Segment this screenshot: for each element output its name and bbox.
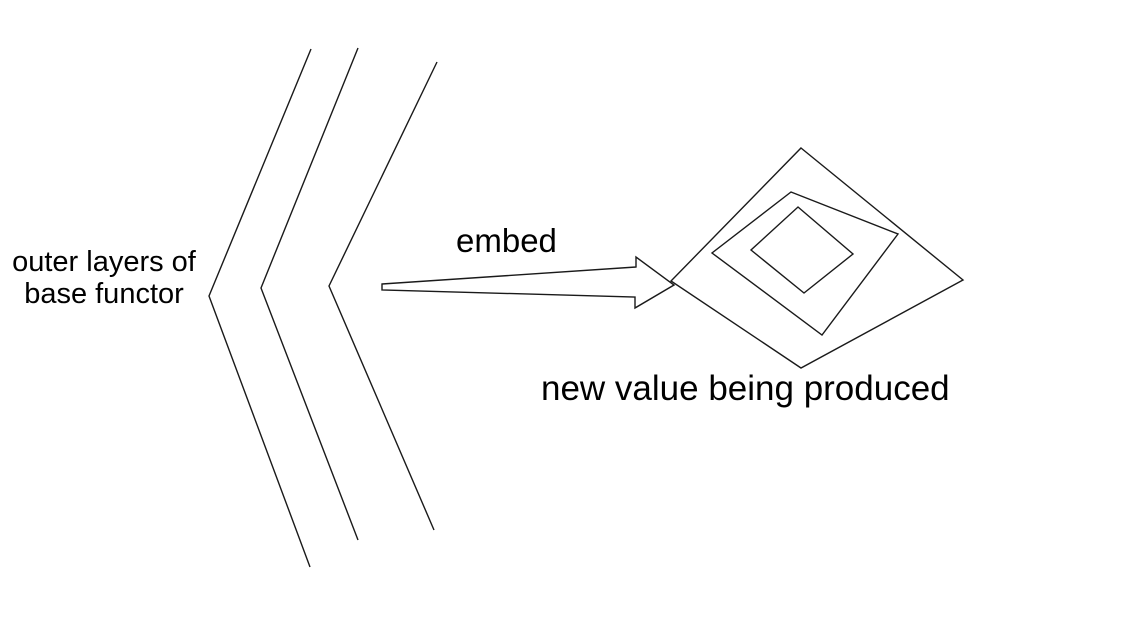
diamond-inner (749, 206, 855, 294)
chevron-outer (208, 48, 312, 568)
label-base-functor-line2: base functor (24, 278, 184, 311)
chevron-inner (328, 61, 438, 531)
diamond-group (669, 147, 965, 369)
embed-arrow-group (381, 255, 676, 310)
label-base-functor-line1: outer layers of (12, 246, 196, 278)
chevron-middle (260, 47, 359, 541)
label-new-value: new value being produced (541, 369, 950, 408)
diamond-middle (710, 191, 900, 336)
diamond-outer (669, 147, 965, 369)
embed-arrow (381, 255, 676, 310)
label-embed: embed (456, 222, 557, 259)
chevron-group (208, 47, 438, 568)
